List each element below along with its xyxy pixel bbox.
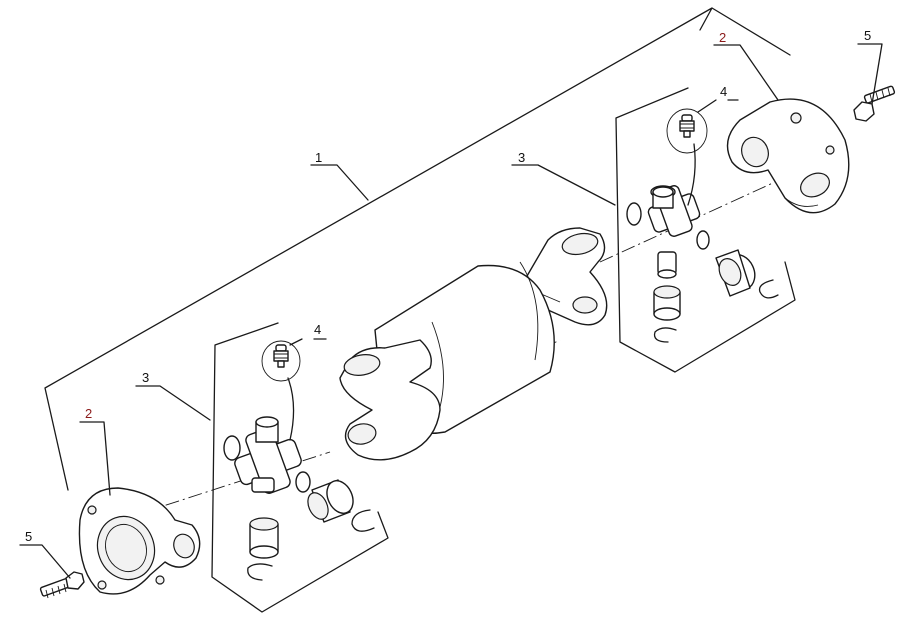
grease-nipple-left — [261, 340, 301, 441]
callout-label-3-right: 3 — [518, 150, 525, 165]
assembly-bracket-1 — [44, 7, 791, 491]
callout-label-4-right: 4 — [720, 84, 727, 99]
flange-yoke-left — [78, 487, 201, 595]
callout-label-4-left: 4 — [314, 322, 321, 337]
snap-ring-right-bottom — [653, 327, 677, 343]
snap-ring-right-side — [758, 279, 779, 299]
callout-label-1: 1 — [315, 150, 322, 165]
grease-nipple-right — [666, 108, 708, 206]
bolt-left — [39, 571, 85, 599]
snap-ring-left-bottom — [247, 563, 273, 581]
callout-label-2-left: 2 — [85, 406, 92, 421]
callout-label-3-left: 3 — [142, 370, 149, 385]
cross-spider-right — [626, 185, 710, 279]
leader-line-3-left — [135, 385, 211, 421]
needle-bearing-cup-left-side — [307, 479, 354, 523]
callout-label-2-right: 2 — [719, 30, 726, 45]
leader-line-4-right — [697, 99, 739, 113]
leader-line-4-left — [289, 338, 327, 346]
shaft-yoke-left — [339, 339, 441, 461]
leader-line-2-right — [713, 44, 779, 101]
bolt-right — [853, 85, 896, 122]
callout-label-5-right: 5 — [864, 28, 871, 43]
ujoint-group-bracket-right — [615, 87, 796, 373]
needle-bearing-cup-right-side — [715, 249, 756, 297]
needle-bearing-cup-right-bottom — [653, 285, 681, 321]
leader-line-5-right — [857, 43, 883, 105]
cross-spider-left — [223, 416, 311, 494]
needle-bearing-cup-left-bottom — [249, 517, 279, 559]
snap-ring-left-side — [351, 509, 375, 532]
leader-line-3-right — [511, 164, 616, 206]
flange-yoke-right — [726, 98, 850, 214]
leader-line-2-left — [79, 421, 111, 496]
leader-line-5-left — [19, 544, 71, 579]
leader-line-1 — [310, 164, 369, 201]
callout-label-5-left: 5 — [25, 529, 32, 544]
ujoint-group-bracket-left — [211, 322, 389, 613]
